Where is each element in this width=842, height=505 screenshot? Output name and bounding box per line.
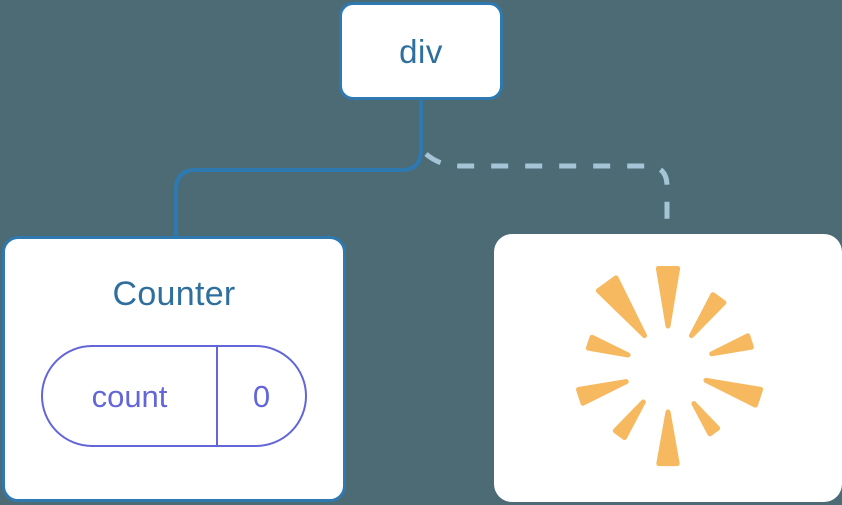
node-burst[interactable] [494, 234, 842, 502]
edge-div-counter [174, 98, 423, 239]
node-counter[interactable]: Counter count 0 [2, 236, 346, 502]
burst-ray-5 [656, 409, 680, 467]
node-counter-label: Counter [112, 275, 236, 313]
burst-ray-0 [655, 266, 681, 329]
burst-ray-3 [703, 377, 764, 408]
burst-ray-9 [595, 275, 647, 339]
burst-ray-4 [691, 401, 721, 437]
burst-ray-2 [709, 333, 754, 357]
edge-div-burst [424, 152, 670, 236]
state-key: count [43, 347, 218, 445]
state-value: 0 [252, 378, 271, 414]
node-div-label: div [399, 32, 443, 70]
state-pill-count[interactable]: count 0 [41, 345, 307, 447]
burst-ray-1 [689, 292, 727, 339]
starburst-icon [576, 266, 764, 467]
burst-ray-6 [612, 399, 646, 440]
burst-ray-7 [576, 379, 629, 406]
node-div[interactable]: div [339, 2, 503, 100]
burst-ray-8 [585, 334, 631, 358]
